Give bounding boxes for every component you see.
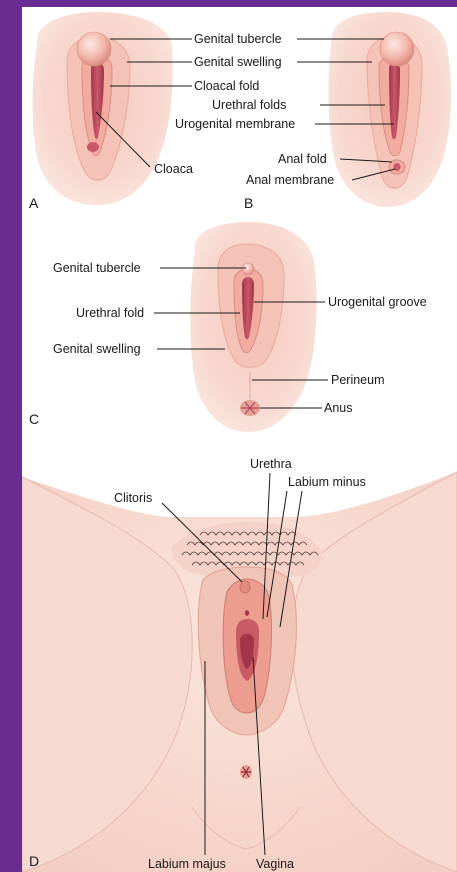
label-b-anal-membrane: Anal membrane bbox=[246, 173, 334, 187]
label-d-vagina: Vagina bbox=[256, 857, 294, 871]
panel-c-illustration bbox=[190, 222, 316, 432]
label-c-urethral-fold: Urethral fold bbox=[76, 306, 144, 320]
label-a-genital-tubercle: Genital tubercle bbox=[194, 32, 282, 46]
label-c-urogenital-groove: Urogenital groove bbox=[328, 295, 427, 309]
panel-letter-c: C bbox=[29, 411, 39, 427]
label-c-perineum: Perineum bbox=[331, 373, 385, 387]
panel-b-illustration bbox=[328, 12, 451, 207]
label-d-urethra: Urethra bbox=[250, 457, 292, 471]
label-c-genital-swelling: Genital swelling bbox=[53, 342, 141, 356]
label-a-cloaca: Cloaca bbox=[154, 162, 193, 176]
panel-a-illustration bbox=[32, 12, 172, 205]
figure-panel: Genital tubercle Genital swelling Cloaca… bbox=[22, 7, 457, 872]
label-d-labium-majus: Labium majus bbox=[148, 857, 226, 871]
panel-d-illustration bbox=[22, 472, 457, 872]
label-c-genital-tubercle: Genital tubercle bbox=[53, 261, 141, 275]
anatomy-illustration bbox=[22, 7, 457, 872]
label-c-anus: Anus bbox=[324, 401, 353, 415]
label-b-anal-fold: Anal fold bbox=[278, 152, 327, 166]
panel-letter-a: A bbox=[29, 195, 38, 211]
label-a-cloacal-fold: Cloacal fold bbox=[194, 79, 259, 93]
label-b-urogenital-membrane: Urogenital membrane bbox=[175, 117, 295, 131]
panel-letter-d: D bbox=[29, 853, 39, 869]
label-b-urethral-folds: Urethral folds bbox=[212, 98, 286, 112]
panel-letter-b: B bbox=[244, 195, 253, 211]
label-a-genital-swelling: Genital swelling bbox=[194, 55, 282, 69]
label-d-clitoris: Clitoris bbox=[114, 491, 152, 505]
label-d-labium-minus: Labium minus bbox=[288, 475, 366, 489]
